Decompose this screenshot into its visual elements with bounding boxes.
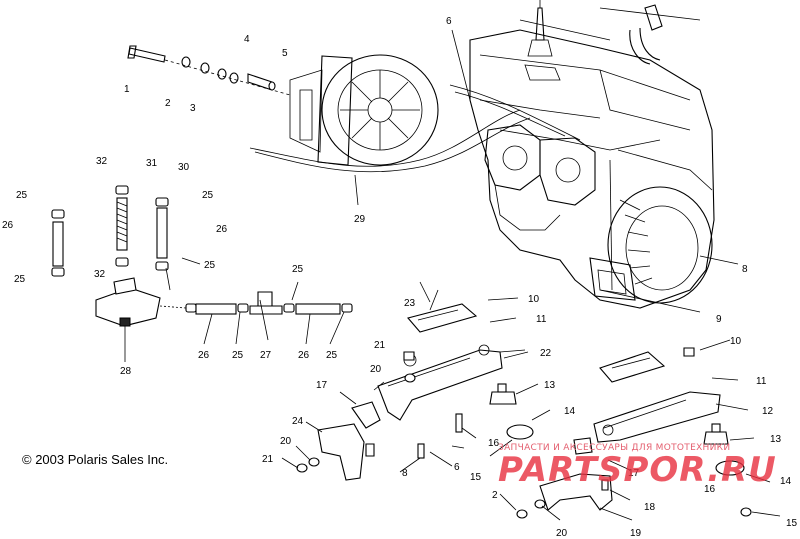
watermark-tagline: ЗАПЧАСТИ И АКСЕССУАРЫ ДЛЯ МОТОТЕХНИКИ bbox=[498, 443, 731, 453]
callout-13a: 13 bbox=[544, 380, 556, 391]
callout-32b: 32 bbox=[94, 269, 106, 280]
callout-17b: 17 bbox=[628, 468, 640, 479]
callout-17a: 17 bbox=[316, 380, 328, 391]
callout-15b: 15 bbox=[786, 518, 798, 529]
callout-16b: 16 bbox=[704, 484, 716, 495]
callout-16a: 16 bbox=[488, 438, 500, 449]
callout-24: 24 bbox=[292, 416, 304, 427]
callout-26c: 26 bbox=[198, 350, 210, 361]
callout-31: 31 bbox=[146, 158, 158, 169]
callout-4: 4 bbox=[244, 34, 250, 45]
callout-15a: 15 bbox=[470, 472, 482, 483]
callout-25a: 25 bbox=[16, 190, 28, 201]
callout-21a: 21 bbox=[374, 340, 386, 351]
callout-19: 19 bbox=[630, 528, 642, 539]
callout-2b: 2 bbox=[492, 490, 498, 501]
callout-12: 12 bbox=[762, 406, 774, 417]
callout-20a: 20 bbox=[370, 364, 382, 375]
callout-26a: 26 bbox=[2, 220, 14, 231]
callout-10b: 10 bbox=[730, 336, 742, 347]
callout-25e: 25 bbox=[292, 264, 304, 275]
callout-11b: 11 bbox=[756, 376, 767, 387]
callout-26d: 26 bbox=[298, 350, 310, 361]
callout-25c: 25 bbox=[202, 190, 214, 201]
callout-20b: 20 bbox=[280, 436, 292, 447]
engine-mount-brackets bbox=[281, 281, 781, 521]
callout-22: 22 bbox=[540, 348, 552, 359]
callout-9: 9 bbox=[716, 314, 722, 325]
callout-6: 6 bbox=[446, 16, 452, 27]
callout-30: 30 bbox=[178, 162, 190, 173]
drive-clutch bbox=[249, 54, 581, 206]
callout-18: 18 bbox=[644, 502, 656, 513]
callout-27: 27 bbox=[260, 350, 272, 361]
callout-23: 23 bbox=[404, 298, 416, 309]
callout-20c: 20 bbox=[556, 528, 568, 539]
callout-5: 5 bbox=[282, 48, 288, 59]
callout-14b: 14 bbox=[780, 476, 792, 487]
callout-14a: 14 bbox=[564, 406, 576, 417]
callout-21b: 21 bbox=[262, 454, 274, 465]
callout-25f: 25 bbox=[232, 350, 244, 361]
callout-25d: 25 bbox=[204, 260, 216, 271]
callout-8b: 8 bbox=[402, 468, 408, 479]
callout-32a: 32 bbox=[96, 156, 108, 167]
callout-25b: 25 bbox=[14, 274, 26, 285]
callout-6b: 6 bbox=[454, 462, 460, 473]
engine-assembly bbox=[451, 0, 739, 313]
fuel-pump-group bbox=[51, 185, 353, 362]
callout-8: 8 bbox=[742, 264, 748, 275]
callout-26b: 26 bbox=[216, 224, 228, 235]
callout-13b: 13 bbox=[770, 434, 782, 445]
callout-25g: 25 bbox=[326, 350, 338, 361]
copyright-text: © 2003 Polaris Sales Inc. bbox=[22, 452, 169, 467]
callout-numbers: 1 2 3 4 5 6 8 9 29 32 31 30 25 26 25 32 … bbox=[2, 16, 798, 539]
callout-28: 28 bbox=[120, 366, 132, 377]
watermark-logo: PARTSPOR.RU bbox=[498, 450, 777, 490]
callout-11a: 11 bbox=[536, 314, 547, 325]
callout-29: 29 bbox=[354, 214, 366, 225]
clutch-bolt-group bbox=[127, 45, 291, 96]
watermark: ЗАПЧАСТИ И АКСЕССУАРЫ ДЛЯ МОТОТЕХНИКИ PA… bbox=[498, 443, 777, 487]
callout-2: 2 bbox=[165, 98, 171, 109]
callout-10a: 10 bbox=[528, 294, 540, 305]
callout-3: 3 bbox=[190, 103, 196, 114]
callout-1: 1 bbox=[124, 84, 130, 95]
